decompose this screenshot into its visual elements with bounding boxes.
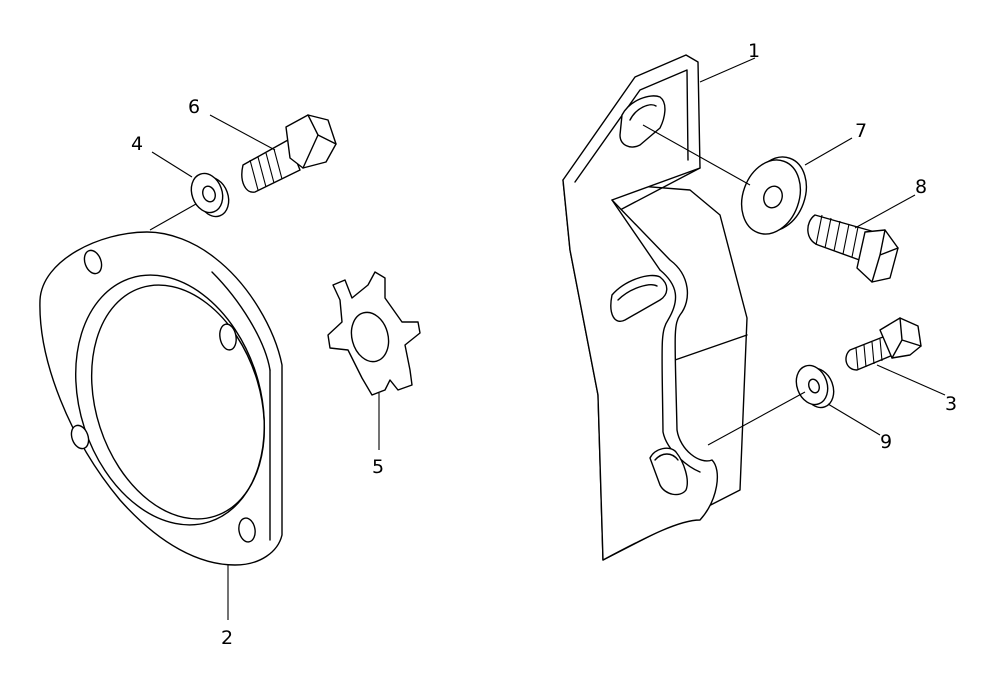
- leader-1: [699, 57, 756, 83]
- callout-labels: 1 2 3 4 5 6 7 8 9: [131, 40, 957, 649]
- leader-3: [876, 364, 946, 396]
- leader-lines: [149, 57, 946, 620]
- part-6-hex-bolt: [241, 114, 337, 193]
- callout-9: 9: [880, 431, 892, 453]
- part-1-bracket: [562, 54, 748, 561]
- leader-6: [209, 114, 276, 151]
- part-5-star-washer: [327, 271, 421, 396]
- part-2-flange-gasket: [39, 231, 283, 566]
- axis-line-9-slot: [707, 391, 806, 446]
- callout-1: 1: [748, 40, 760, 62]
- callout-8: 8: [915, 176, 927, 198]
- callout-4: 4: [131, 133, 143, 155]
- part-8-hex-bolt: [807, 214, 899, 283]
- leader-9: [827, 403, 881, 436]
- callout-6: 6: [188, 96, 200, 118]
- leader-7: [804, 137, 853, 166]
- axis-line-4-2: [149, 203, 197, 231]
- part-7-large-washer: [740, 156, 808, 235]
- callout-2: 2: [221, 627, 233, 649]
- callout-7: 7: [855, 120, 867, 142]
- axis-line-7-slot: [642, 124, 751, 186]
- part-3-hex-bolt: [845, 317, 922, 371]
- leader-4: [151, 151, 193, 178]
- part-9-small-washer: [795, 364, 835, 409]
- callout-3: 3: [945, 393, 957, 415]
- part-4-washer: [190, 172, 230, 218]
- callout-5: 5: [372, 456, 384, 478]
- leader-8: [854, 194, 916, 229]
